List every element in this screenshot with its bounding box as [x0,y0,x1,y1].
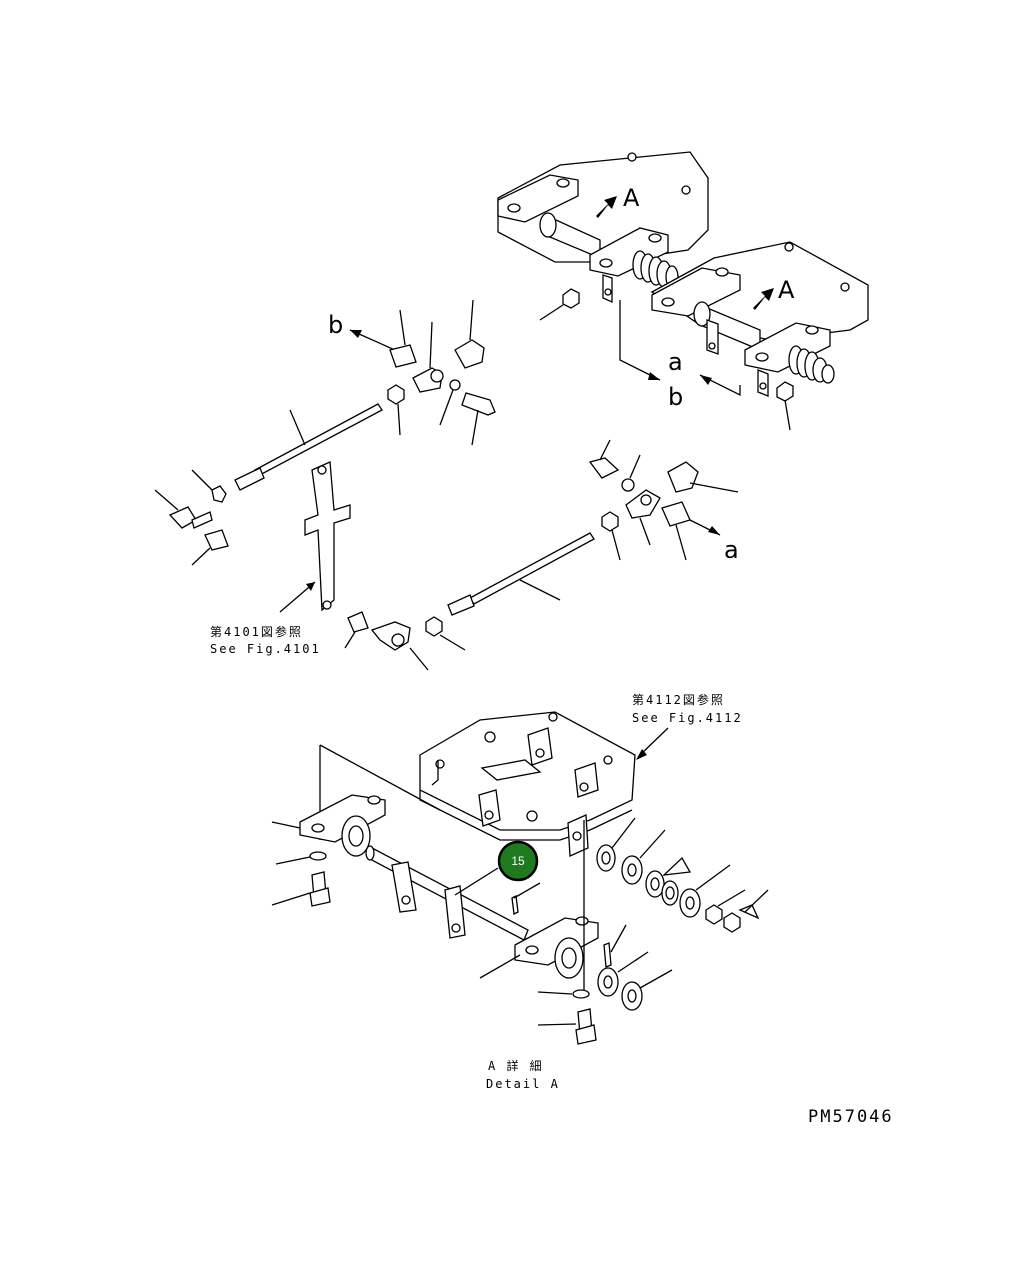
rod-lower [469,532,595,605]
washer-left [211,485,227,503]
bolt-right [588,457,620,479]
detail-title-en: Detail A [486,1077,560,1091]
sleeve-upper [389,344,417,368]
label-connection-a-right: a [724,536,739,564]
ref-fig-4112-en: See Fig.4112 [632,711,743,725]
nut-upper [387,384,405,405]
view-arrow-1 [596,196,617,218]
ref-fig-4101-en: See Fig.4101 [210,642,321,656]
detail-title-jp: A 詳 細 [488,1058,544,1073]
ref-fig-4112-jp: 第4112図参照 [632,692,725,707]
bolt-left [168,506,197,529]
washer-detail-right [572,989,590,999]
label-connection-b-top: b [668,383,683,411]
label-connection-a-top: a [668,348,683,376]
nut-lower-left [425,616,443,637]
drawing-code: PM57046 [808,1107,894,1127]
spring-1 [632,250,679,289]
washer-right [621,478,635,492]
ball-joint-right [667,461,699,493]
label-connection-b-left: b [328,311,343,339]
nut-top-1 [562,288,580,309]
label-view-A-1: A [623,184,640,212]
washer-detail-left [309,851,327,861]
detail-A-assembly: 第4112図参照 See Fig.4112 [271,692,769,1045]
bolt-upper [461,392,496,416]
label-view-A-2: A [778,276,795,304]
sleeve-right [661,501,691,527]
rod-end-lower-left [370,621,411,651]
lever-vertical [304,461,351,612]
ref-fig-4101-jp: 第4101図参照 [210,624,303,639]
rod-upper [254,403,383,477]
spring-2 [788,345,835,384]
washer-upper [449,379,461,391]
sleeve-lower-left [347,611,369,633]
sleeve-left [204,529,229,551]
linkage-assembly [154,299,739,671]
top-plate-assembly [497,151,869,431]
ball-joint-upper [454,339,485,369]
callout-badge-15[interactable]: 15 [497,840,539,882]
callout-badge-number: 15 [511,854,525,868]
nut-right [601,511,619,532]
nut-top-2 [776,381,794,402]
view-arrow-2 [753,288,774,310]
